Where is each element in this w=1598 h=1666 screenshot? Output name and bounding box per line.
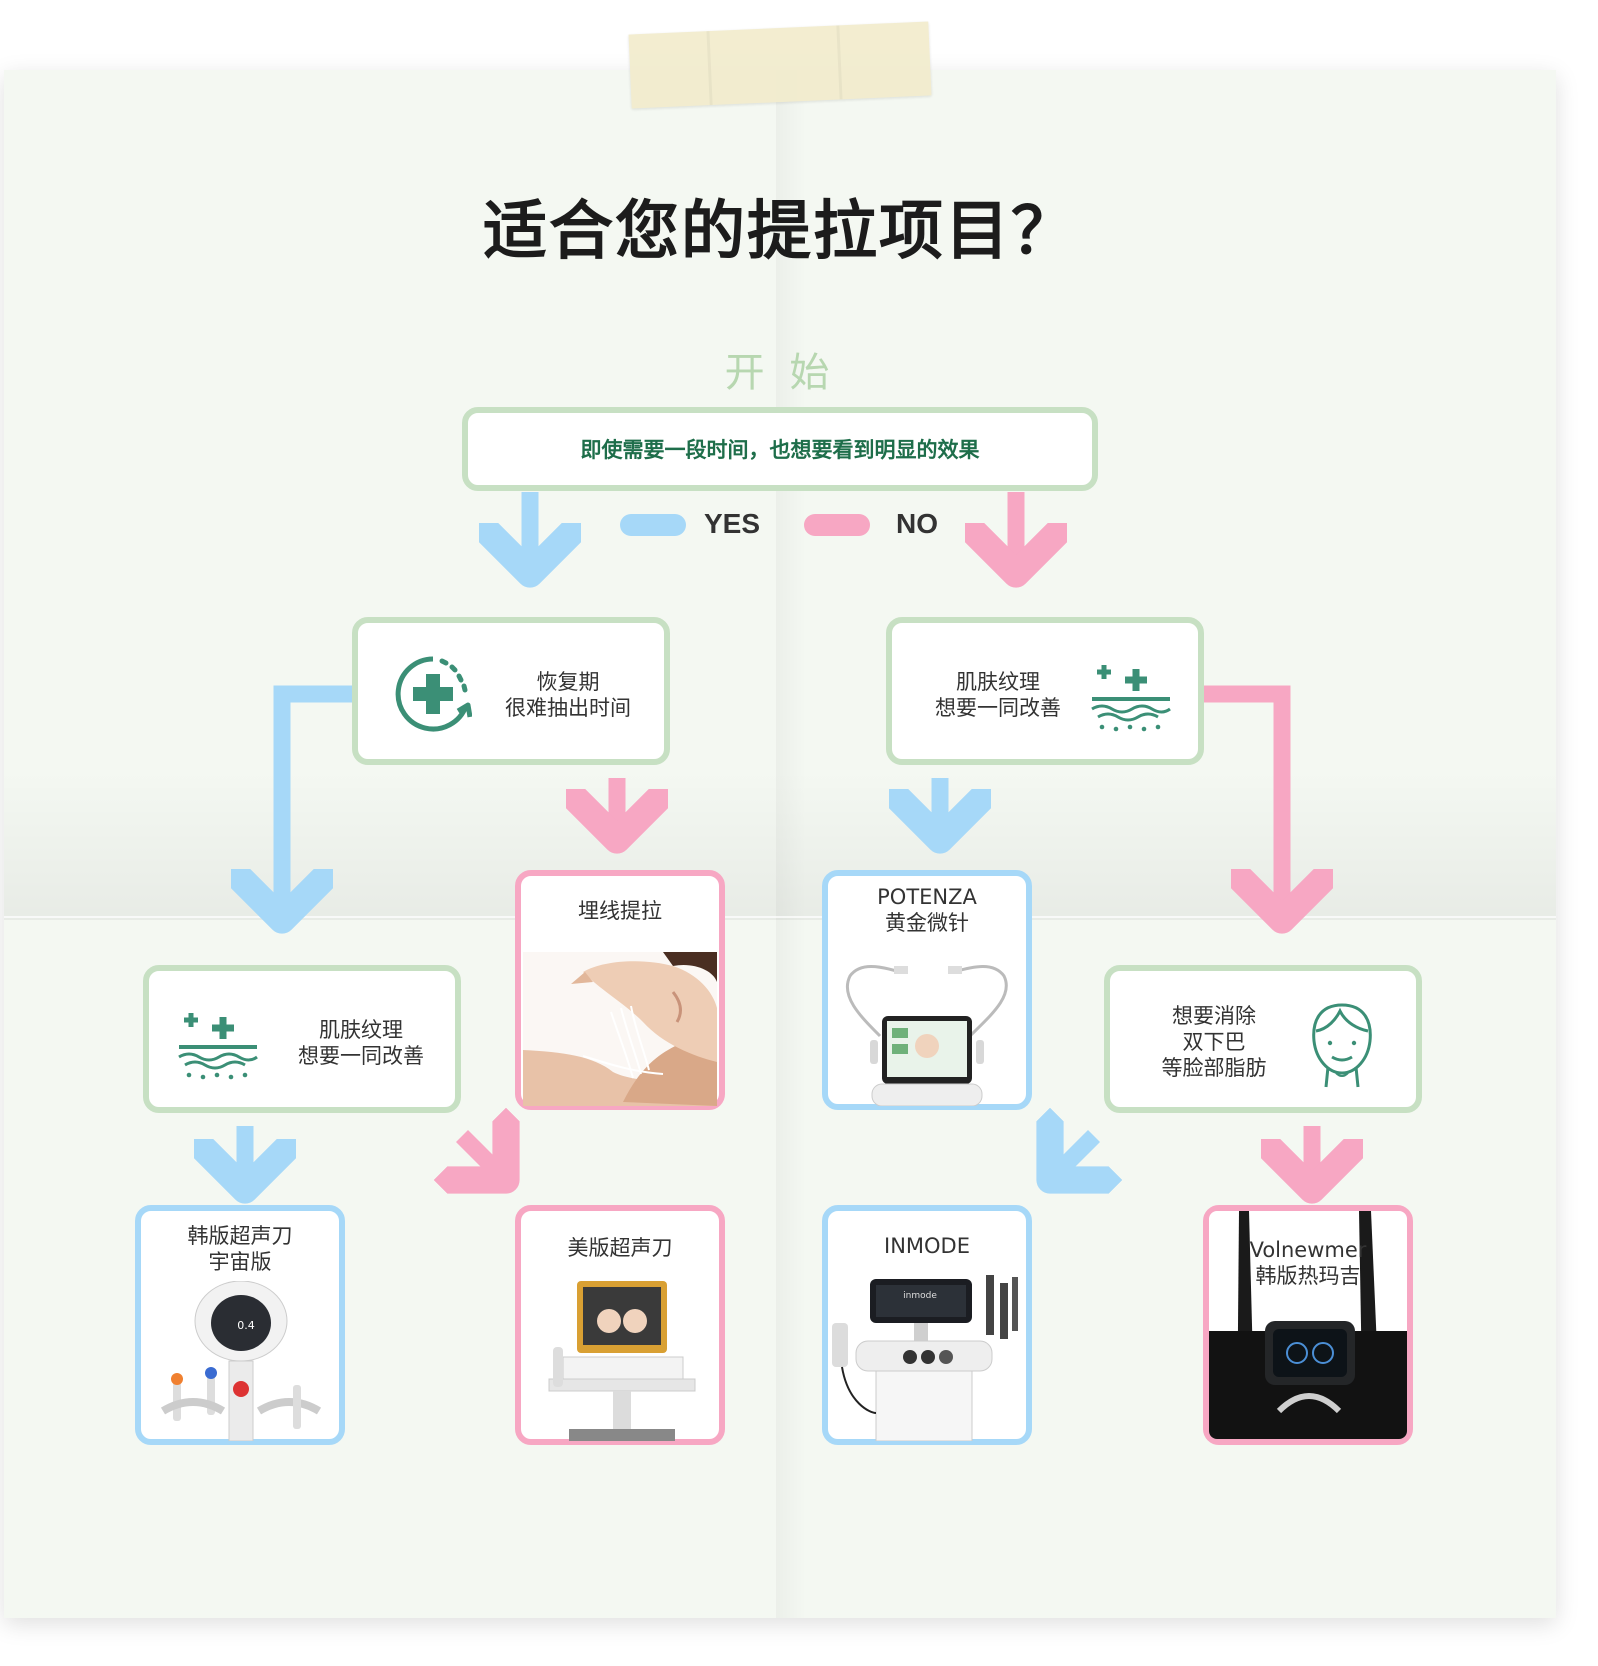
legend-no-label: NO bbox=[896, 508, 938, 539]
question-double-chin-text: 想要消除 双下巴 等脸部脂肪 bbox=[1161, 1004, 1267, 1080]
page-title: 适合您的提拉项目？ bbox=[483, 195, 1077, 269]
result-us-ultherapy-card: 美版超声刀 bbox=[515, 1205, 725, 1445]
start-label: 开 始 bbox=[724, 350, 836, 396]
volnewmer-image-clip bbox=[1209, 1211, 1407, 1439]
inmode-brand-text: inmode bbox=[903, 1291, 937, 1301]
result-us-ultherapy-label: 美版超声刀 bbox=[567, 1236, 673, 1260]
question-texture-left-box: 肌肤纹理 想要一同改善 bbox=[143, 965, 461, 1113]
arrow-no-texture-right bbox=[1204, 685, 1282, 920]
question-texture-left-text: 肌肤纹理 想要一同改善 bbox=[298, 1018, 424, 1068]
result-thread-lift-card: 埋线提拉 bbox=[515, 870, 725, 1110]
result-inmode-card: INMODE inmode bbox=[822, 1205, 1032, 1445]
question-texture-right-box: 肌肤纹理 想要一同改善 bbox=[886, 617, 1204, 765]
arrow-no-texture-left bbox=[462, 1136, 506, 1180]
question-top-box: 即使需要一段时间，也想要看到明显的效果 bbox=[462, 407, 1098, 491]
legend-no-swatch bbox=[804, 514, 870, 536]
question-recovery-box: 恢复期 很难抽出时间 bbox=[352, 617, 670, 765]
legend-yes-label: YES bbox=[704, 508, 761, 539]
inmode-device-image bbox=[832, 1275, 1018, 1441]
skin-texture-icon bbox=[178, 1013, 258, 1080]
volnewmer-device-image bbox=[1209, 1211, 1407, 1439]
korean-ultherapy-screen-value: 0.4 bbox=[237, 1319, 255, 1332]
arrow-yes-double-chin bbox=[1050, 1136, 1094, 1180]
question-texture-right-text: 肌肤纹理 想要一同改善 bbox=[935, 670, 1061, 720]
korean-ultherapy-device-image bbox=[160, 1281, 322, 1441]
question-recovery-text: 恢复期 很难抽出时间 bbox=[505, 670, 631, 720]
result-potenza-label: POTENZA 黄金微针 bbox=[877, 885, 977, 935]
result-volnewmer-card: Volnewmer 韩版热玛吉 bbox=[1203, 1205, 1413, 1445]
face-profile-image bbox=[523, 952, 717, 1106]
result-inmode-label: INMODE bbox=[884, 1234, 970, 1258]
legend-yes-swatch bbox=[620, 514, 686, 536]
result-thread-lift-label: 埋线提拉 bbox=[578, 899, 662, 923]
result-potenza-card: POTENZA 黄金微针 bbox=[822, 870, 1032, 1110]
recovery-plus-icon bbox=[395, 656, 472, 732]
us-ultherapy-device-image bbox=[548, 1281, 696, 1441]
result-korean-ultherapy-label: 韩版超声刀 宇宙版 bbox=[187, 1224, 293, 1274]
skin-texture-icon bbox=[1091, 665, 1171, 732]
result-korean-ultherapy-card: 韩版超声刀 宇宙版 0.4 bbox=[135, 1205, 345, 1445]
paper-fold-crease bbox=[4, 916, 1556, 918]
face-outline-icon bbox=[1312, 1003, 1372, 1088]
potenza-device-image bbox=[845, 965, 1008, 1106]
result-volnewmer-label: Volnewmer 韩版热玛吉 bbox=[1249, 1238, 1367, 1288]
arrow-yes-recovery bbox=[282, 685, 352, 920]
question-top-text: 即使需要一段时间，也想要看到明显的效果 bbox=[580, 438, 980, 462]
question-double-chin-box: 想要消除 双下巴 等脸部脂肪 bbox=[1104, 965, 1422, 1113]
